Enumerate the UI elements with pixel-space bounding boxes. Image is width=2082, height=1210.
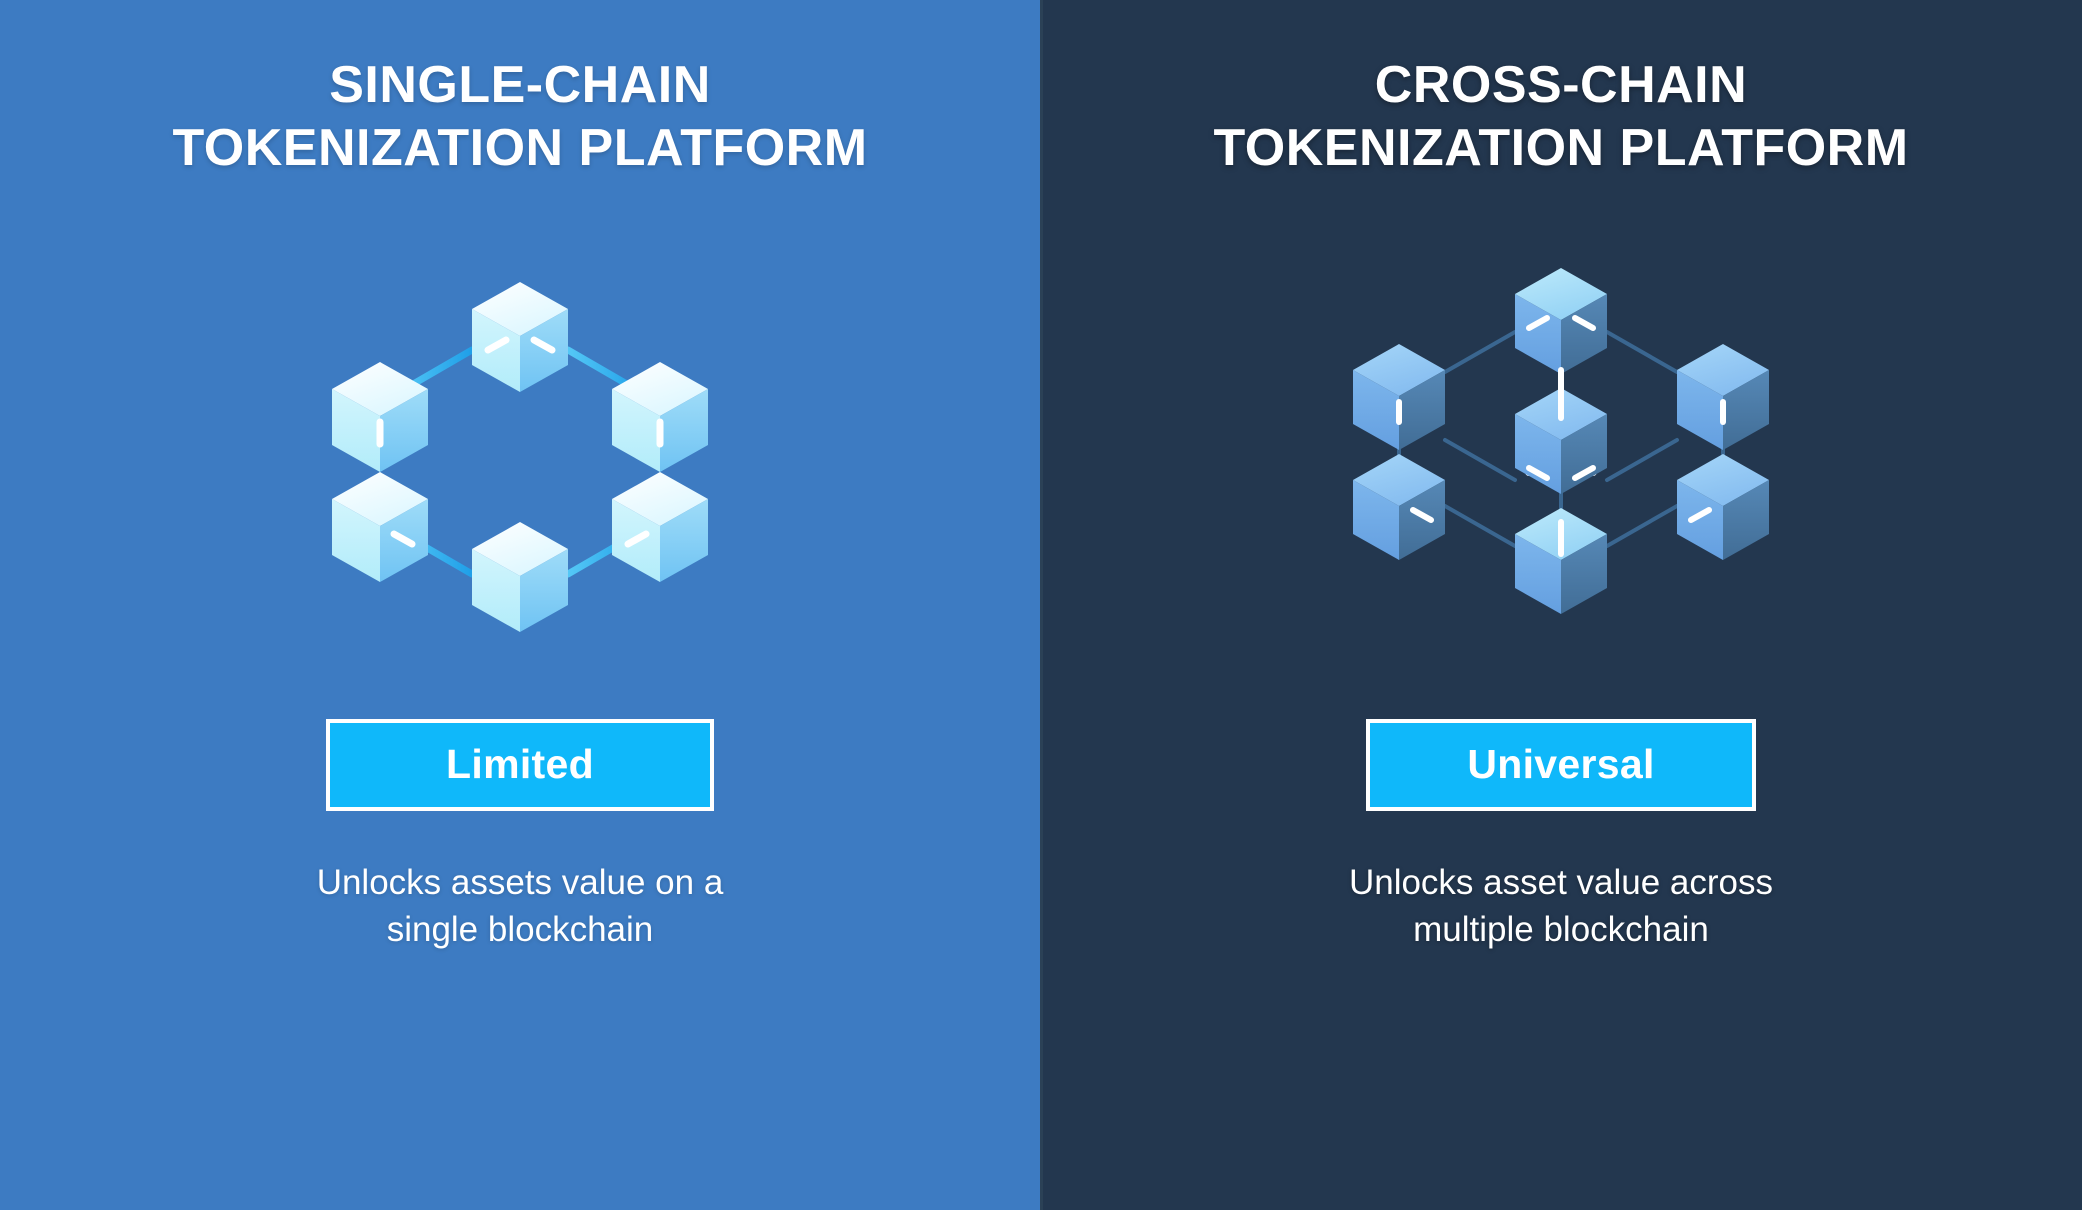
cube-face-connector-stubs (376, 336, 664, 548)
cube-node-lower-left (332, 471, 428, 582)
panel-title-cross-chain: CROSS-CHAIN TOKENIZATION PLATFORM (1213, 56, 1909, 178)
cube-face-connector-stubs (1396, 314, 1726, 557)
panel-divider (1040, 0, 1043, 1210)
badge-universal-label: Universal (1467, 741, 1655, 788)
cube-node-bottom (472, 521, 568, 632)
cube-node-upper-right (1677, 343, 1769, 450)
badge-universal[interactable]: Universal (1366, 718, 1756, 811)
description-single-chain: Unlocks assets value on a single blockch… (316, 862, 724, 950)
cube-node-upper-right (612, 361, 708, 472)
cube-node-lower-right (612, 471, 708, 582)
hexagon-mesh-blockchain-cubes-illustration (1331, 207, 1791, 637)
badge-limited[interactable]: Limited (326, 718, 714, 811)
cube-node-lower-left (1353, 453, 1445, 560)
badge-limited-label: Limited (446, 741, 594, 788)
cube-node-upper-left (332, 361, 428, 472)
panel-title-single-chain: SINGLE-CHAIN TOKENIZATION PLATFORM (172, 56, 868, 178)
cube-node-top (472, 281, 568, 392)
description-cross-chain: Unlocks asset value across multiple bloc… (1348, 862, 1774, 950)
cube-node-upper-left (1353, 343, 1445, 450)
cube-node-top (1515, 267, 1607, 374)
hexagon-ring-blockchain-cubes-illustration (310, 207, 730, 637)
panel-single-chain: SINGLE-CHAIN TOKENIZATION PLATFORM (0, 0, 1040, 1210)
cube-node-lower-right (1677, 453, 1769, 560)
panel-cross-chain: CROSS-CHAIN TOKENIZATION PLATFORM (1040, 0, 2082, 1210)
